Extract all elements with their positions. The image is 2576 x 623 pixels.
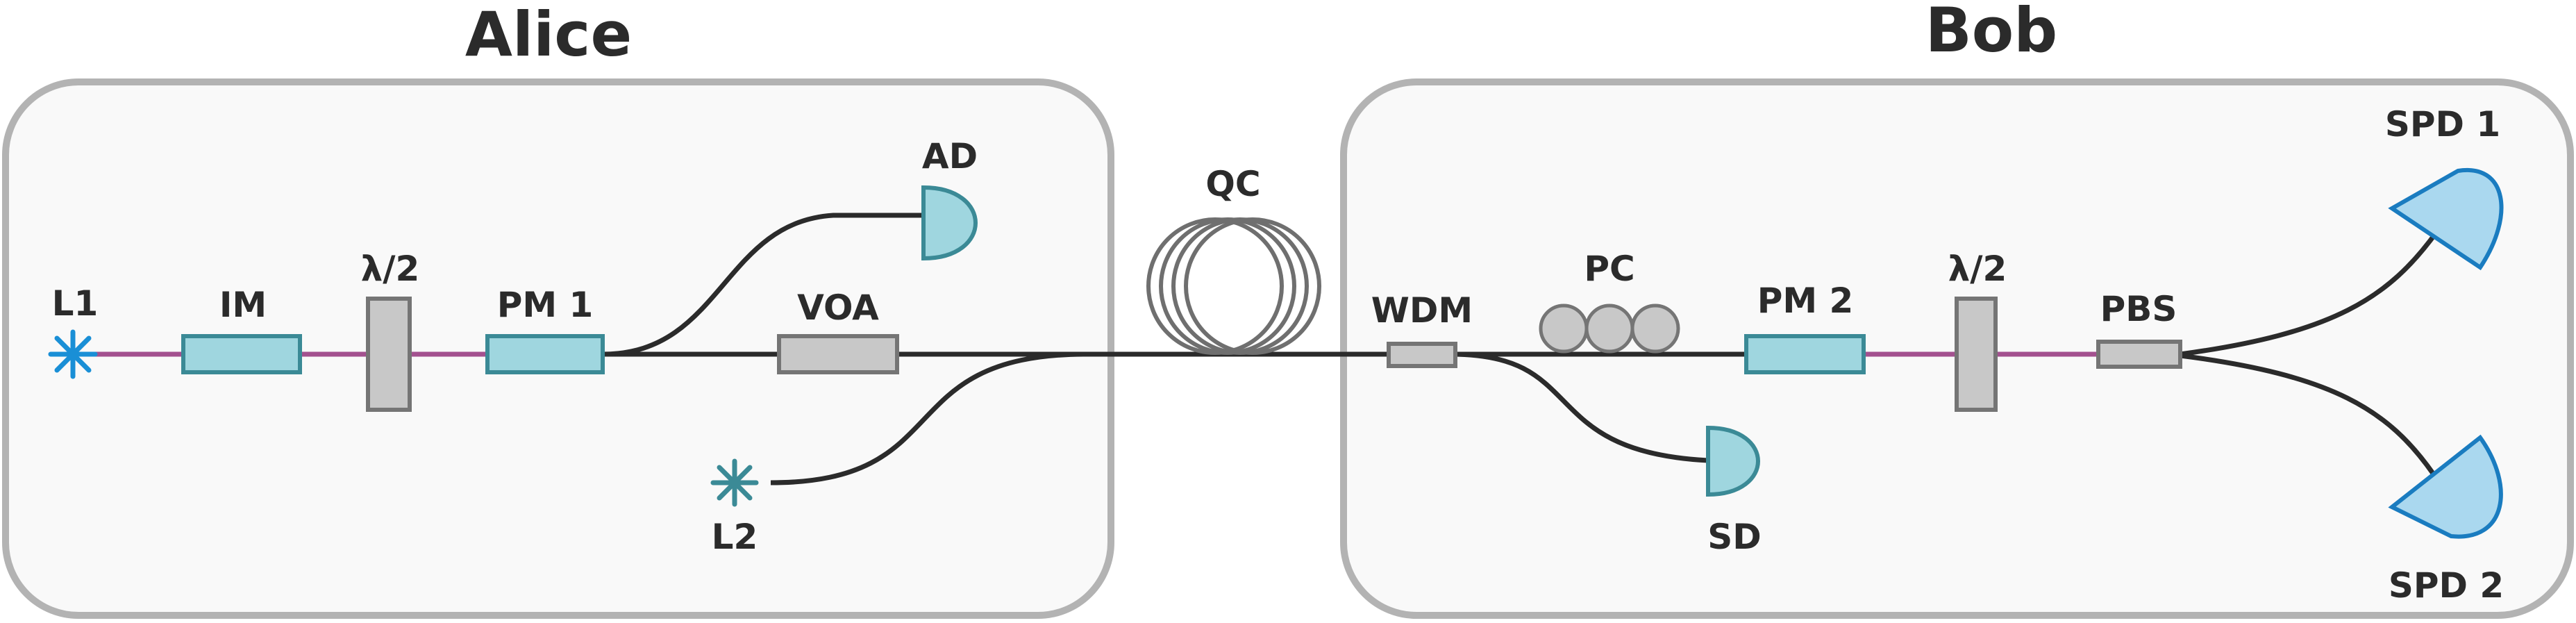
label-pbs: PBS [2100,289,2177,329]
label-sd: SD [1707,517,1762,557]
laser-l1-icon [48,329,98,379]
label-l2: L2 [712,517,758,557]
detector-ad-icon [921,185,978,261]
detector-sd-icon [1706,425,1760,497]
detector-spd1-icon [2388,167,2504,271]
label-voa: VOA [797,288,879,328]
label-spd1: SPD 1 [2385,104,2500,144]
fiber-pbs-spd1 [2180,229,2439,357]
label-im: IM [219,285,267,325]
variable-optical-attenuator [777,334,899,374]
phase-modulator-1 [485,334,605,374]
fiber-pm1-ad [602,213,923,357]
intensity-modulator [181,334,302,374]
label-ad: AD [922,136,978,176]
polarizing-beam-splitter [2096,340,2182,369]
phase-modulator-2 [1744,334,1866,374]
alice-half-wave-plate [366,297,412,412]
label-spd2: SPD 2 [2389,565,2504,606]
label-l1: L1 [52,283,99,324]
detector-spd2-icon [2388,434,2503,539]
fiber-wdm-sd [1450,351,1709,463]
alice-title: Alice [465,0,632,70]
label-wdm: WDM [1371,290,1473,331]
polarization-controller-icon [1539,304,1680,354]
label-pm1: PM 1 [497,285,594,325]
bob-half-wave-plate [1955,297,1998,412]
label-pm2: PM 2 [1757,281,1854,321]
label-bob-half-wave: λ/2 [1948,249,2007,289]
fiber-l2-coupler [770,351,1084,485]
bob-title: Bob [1925,0,2058,66]
label-alice-half-wave: λ/2 [361,249,420,289]
laser-l2-icon [710,458,759,507]
label-qc: QC [1205,164,1260,204]
wdm [1387,342,1457,368]
fiber-pbs-spd2 [2180,353,2436,476]
fiber-spool-icon [1146,217,1321,355]
label-pc: PC [1584,249,1634,289]
